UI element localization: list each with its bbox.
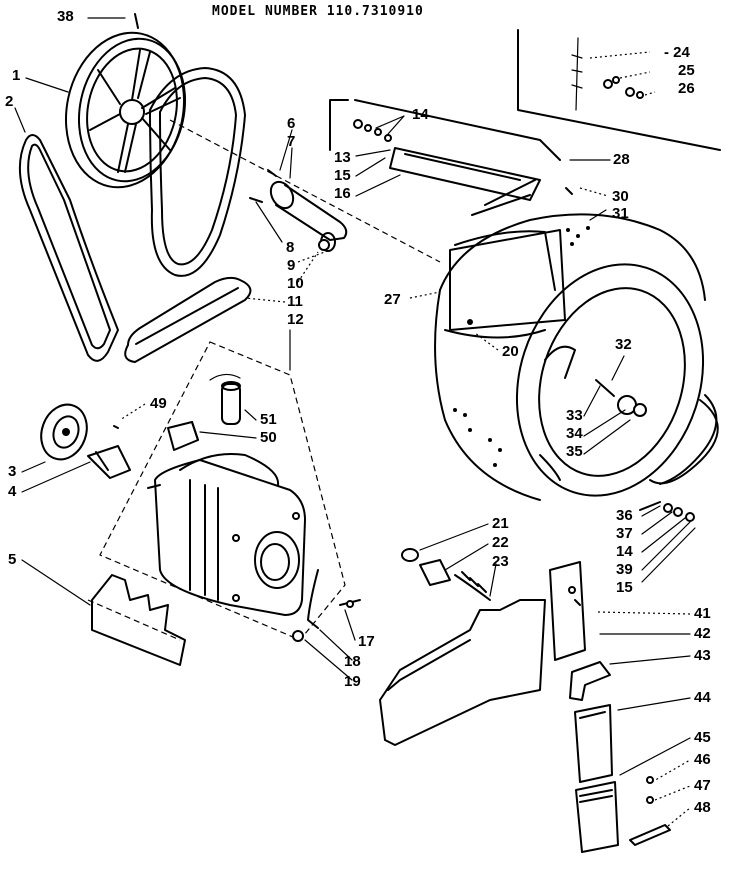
- drive-motor: [147, 453, 361, 642]
- callout-36: 36: [616, 507, 633, 524]
- motor-group-outline: [99, 341, 346, 641]
- callout-14-bottom: 14: [616, 543, 633, 560]
- callout-10: 10: [287, 275, 304, 292]
- callout-15-bottom: 15: [616, 579, 633, 596]
- idler-shaft: [169, 119, 441, 263]
- callout-11: 11: [287, 293, 303, 310]
- drum-pulley: [64, 13, 187, 189]
- model-number-header: MODEL NUMBER 110.7310910: [212, 4, 424, 19]
- leader-lines: [14, 17, 696, 827]
- callout-21: 21: [492, 515, 509, 532]
- callout-15-top: 15: [334, 167, 351, 184]
- callout-8: 8: [286, 239, 295, 256]
- mounting-plate: [87, 574, 186, 666]
- callout-50: 50: [260, 429, 277, 446]
- callout-19: 19: [344, 673, 361, 690]
- callout-1: 1: [12, 67, 21, 84]
- callout-2: 2: [5, 93, 14, 110]
- callout-6: 6: [287, 115, 296, 132]
- inset-box: [517, 29, 721, 151]
- drive-belt: [149, 67, 246, 277]
- callout-39: 39: [616, 561, 633, 578]
- callout-26: 26: [678, 80, 695, 97]
- callout-31: 31: [612, 205, 629, 222]
- callout-16: 16: [334, 185, 351, 202]
- callout-37: 37: [616, 525, 633, 542]
- callout-20: 20: [502, 343, 519, 360]
- callout-24: - 24: [664, 44, 690, 61]
- callout-34: 34: [566, 425, 583, 442]
- blower-wheel: [40, 403, 131, 479]
- callout-5: 5: [8, 551, 17, 568]
- callout-49: 49: [150, 395, 167, 412]
- callout-7: 7: [287, 133, 296, 150]
- idler-belt: [124, 276, 252, 363]
- callout-43: 43: [694, 647, 711, 664]
- callout-9: 9: [287, 257, 296, 274]
- callout-51: 51: [260, 411, 277, 428]
- callout-30: 30: [612, 188, 629, 205]
- callout-17: 17: [358, 633, 375, 650]
- callout-38: 38: [57, 8, 74, 25]
- callout-3: 3: [8, 463, 17, 480]
- callout-44: 44: [694, 689, 711, 706]
- callout-18: 18: [344, 653, 361, 670]
- callout-46: 46: [694, 751, 711, 768]
- callout-23: 23: [492, 553, 509, 570]
- drum-fasteners: [639, 501, 695, 522]
- dryer-drum: [434, 187, 719, 501]
- callout-27: 27: [384, 291, 401, 308]
- callout-42: 42: [694, 625, 711, 642]
- control-bracket-parts: [549, 561, 671, 853]
- callout-4: 4: [8, 483, 17, 500]
- callout-33: 33: [566, 407, 583, 424]
- callout-48: 48: [694, 799, 711, 816]
- callout-22: 22: [492, 534, 509, 551]
- callout-35: 35: [566, 443, 583, 460]
- callout-14-top: 14: [412, 106, 429, 123]
- callout-45: 45: [694, 729, 711, 746]
- callout-12: 12: [287, 311, 304, 328]
- callout-28: 28: [613, 151, 630, 168]
- heater-assembly: [379, 548, 546, 746]
- callout-47: 47: [694, 777, 711, 794]
- callout-13: 13: [334, 149, 351, 166]
- idler-bracket: [329, 99, 561, 216]
- inset-parts-24-26: [571, 37, 656, 111]
- callout-32: 32: [615, 336, 632, 353]
- callout-25: 25: [678, 62, 695, 79]
- callout-41: 41: [694, 605, 711, 622]
- v-belt-long: [18, 134, 119, 362]
